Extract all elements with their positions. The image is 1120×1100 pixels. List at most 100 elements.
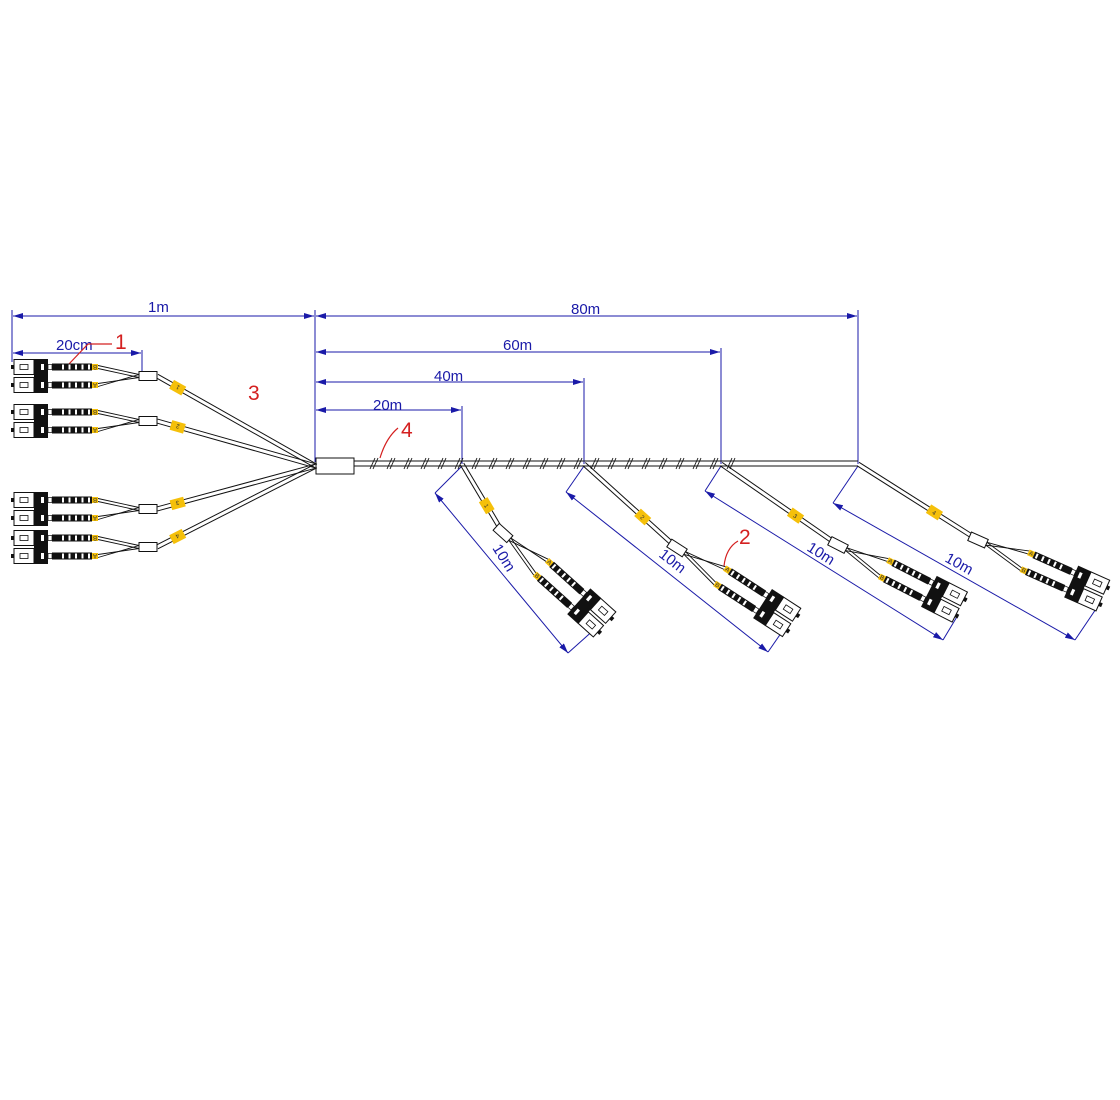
cable-number-tag: 1: [169, 379, 187, 396]
duplex-clip: [34, 492, 48, 526]
leg-tag: [877, 573, 887, 582]
fiber-leg: A: [11, 374, 140, 393]
leg-tag: [92, 497, 98, 503]
leg-tag: [92, 535, 98, 541]
fiber-leg: B: [985, 541, 1103, 612]
splitter-sleeve: [138, 542, 158, 552]
leg-tag: [544, 558, 554, 567]
dim-label-20m: 20m: [373, 397, 402, 414]
connector-boot: [52, 496, 92, 504]
ferrule: [1084, 595, 1096, 605]
hatch-mark: [729, 457, 736, 470]
cable-tag-label: 4: [931, 510, 938, 517]
hatch-mark: [386, 457, 393, 470]
hatch-mark: [539, 457, 546, 470]
dim-label-1m: 1m: [148, 299, 169, 316]
hatch-mark: [440, 457, 447, 470]
hatch-mark: [491, 457, 498, 470]
splitter-sleeve: [827, 536, 849, 554]
fiber-leg: B: [11, 404, 140, 423]
connector-boot: [52, 408, 92, 416]
sc-duplex-pigtail: AB: [827, 536, 969, 623]
leg-tag-label: B: [714, 581, 721, 589]
ferrule: [772, 619, 784, 630]
leg-tag-label: B: [93, 363, 97, 369]
sc-duplex-pigtail: AB: [11, 530, 158, 564]
cable-number-tag: 4: [169, 528, 187, 545]
hatch-mark: [508, 457, 515, 470]
ferrule: [949, 589, 961, 599]
hatch-mark: [488, 457, 495, 470]
leg-tag: [92, 515, 98, 521]
hatch-mark: [675, 457, 682, 470]
fiber-leg: B: [845, 547, 960, 623]
sc-duplex-pigtail: AB: [666, 538, 802, 638]
ferrule: [19, 535, 29, 541]
dim-label-branch-1: 10m: [489, 541, 519, 575]
ferrule: [941, 605, 952, 616]
leg-tag-label: B: [878, 574, 885, 582]
leg-tag: [886, 557, 895, 566]
leg-tag-label: A: [887, 558, 895, 567]
leg-tag-label: A: [93, 552, 97, 558]
connector-boot: [52, 381, 92, 389]
hatch-mark: [692, 457, 699, 470]
connector-boot: [536, 575, 573, 608]
splitter-sleeve: [666, 538, 688, 558]
hatch-mark: [406, 457, 413, 470]
hatch-mark: [403, 457, 410, 470]
cable-tag-label: 2: [638, 515, 645, 522]
connector-boot: [1024, 568, 1066, 592]
hatch-mark: [559, 457, 566, 470]
leg-tag: [532, 571, 542, 581]
cable-tag-label: 3: [792, 513, 799, 520]
ferrule: [19, 497, 29, 503]
cable-tag-label: 4: [174, 532, 180, 539]
dim-label-60m: 60m: [503, 337, 532, 354]
sc-duplex-pigtail: AB: [11, 404, 158, 438]
ferrule: [19, 364, 29, 370]
hatch-mark: [709, 457, 716, 470]
cable-tag-label: 1: [482, 503, 489, 510]
leg-tag-label: B: [93, 534, 97, 540]
cable-tag-label: 1: [175, 383, 181, 390]
hatch-mark: [661, 457, 668, 470]
splitter-sleeve: [138, 416, 158, 426]
hatch-mark: [437, 457, 444, 470]
connector-boot: [549, 561, 585, 595]
hatch-mark: [576, 457, 583, 470]
leg-tag-label: A: [545, 559, 553, 568]
hatch-mark: [641, 457, 648, 470]
leg-tag-label: B: [93, 496, 97, 502]
leg-tag-label: A: [93, 426, 97, 432]
fiber-leg: B: [11, 492, 140, 511]
ferrule: [19, 427, 29, 433]
ferrule: [19, 382, 29, 388]
fiber-leg: B: [11, 530, 140, 549]
leg-tag: [1019, 566, 1028, 575]
cable-tag-label: 3: [174, 499, 179, 506]
fiber-leg: A: [11, 545, 140, 564]
fan-out-cable: 1: [459, 462, 501, 527]
hatch-mark: [525, 457, 532, 470]
hatch-mark: [542, 457, 549, 470]
ferrule: [19, 553, 29, 559]
fan-out-cable: 2: [156, 418, 317, 469]
hatch-mark: [420, 457, 427, 470]
callout-1: 1: [115, 331, 127, 354]
cable-number-tag: 2: [169, 420, 186, 434]
hatch-mark: [522, 457, 529, 470]
cable-number-tag: 2: [634, 508, 652, 526]
cable-number-tag: 1: [478, 497, 495, 515]
leg-tag-label: B: [533, 572, 541, 580]
hatch-mark: [423, 457, 430, 470]
dim-label-40m: 40m: [434, 368, 463, 385]
hatch-mark: [590, 457, 597, 470]
fiber-leg: A: [683, 551, 802, 622]
hatch-mark: [593, 457, 600, 470]
hatch-mark: [610, 457, 617, 470]
leg-tag-label: A: [1028, 550, 1035, 558]
hatch-mark: [474, 457, 481, 470]
fiber-leg: A: [985, 541, 1111, 595]
